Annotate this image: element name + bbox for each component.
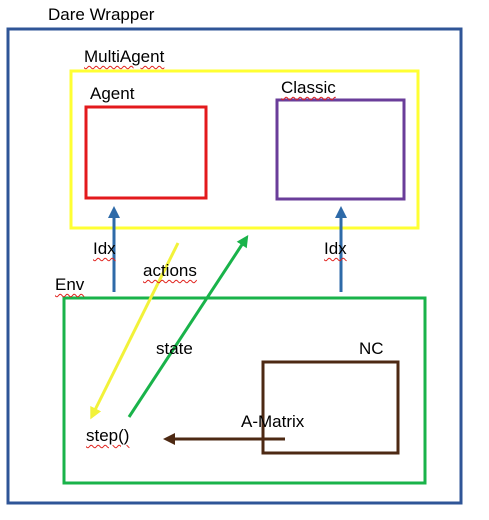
step-label: step()	[86, 426, 130, 445]
env-box	[62, 296, 427, 485]
actions-label: actions	[143, 261, 197, 280]
multiagent-label: MultiAgent	[84, 47, 165, 66]
actions-arrow	[90, 242, 180, 420]
classic-label: Classic	[281, 78, 336, 97]
nc-box	[261, 360, 400, 455]
dare-wrapper-label: Dare Wrapper	[48, 5, 155, 24]
state-arrow	[127, 234, 249, 418]
state-label: state	[156, 339, 193, 358]
amatrix-label: A-Matrix	[241, 412, 305, 431]
idx-left-label: Idx	[93, 239, 116, 258]
idx-right-label: Idx	[324, 239, 347, 258]
agent-box	[84, 105, 208, 200]
nc-label: NC	[359, 339, 384, 358]
dare-wrapper-box	[6, 27, 463, 505]
agent-label: Agent	[90, 84, 135, 103]
classic-box	[275, 98, 406, 201]
multiagent-box	[69, 69, 420, 230]
env-label: Env	[55, 275, 85, 294]
